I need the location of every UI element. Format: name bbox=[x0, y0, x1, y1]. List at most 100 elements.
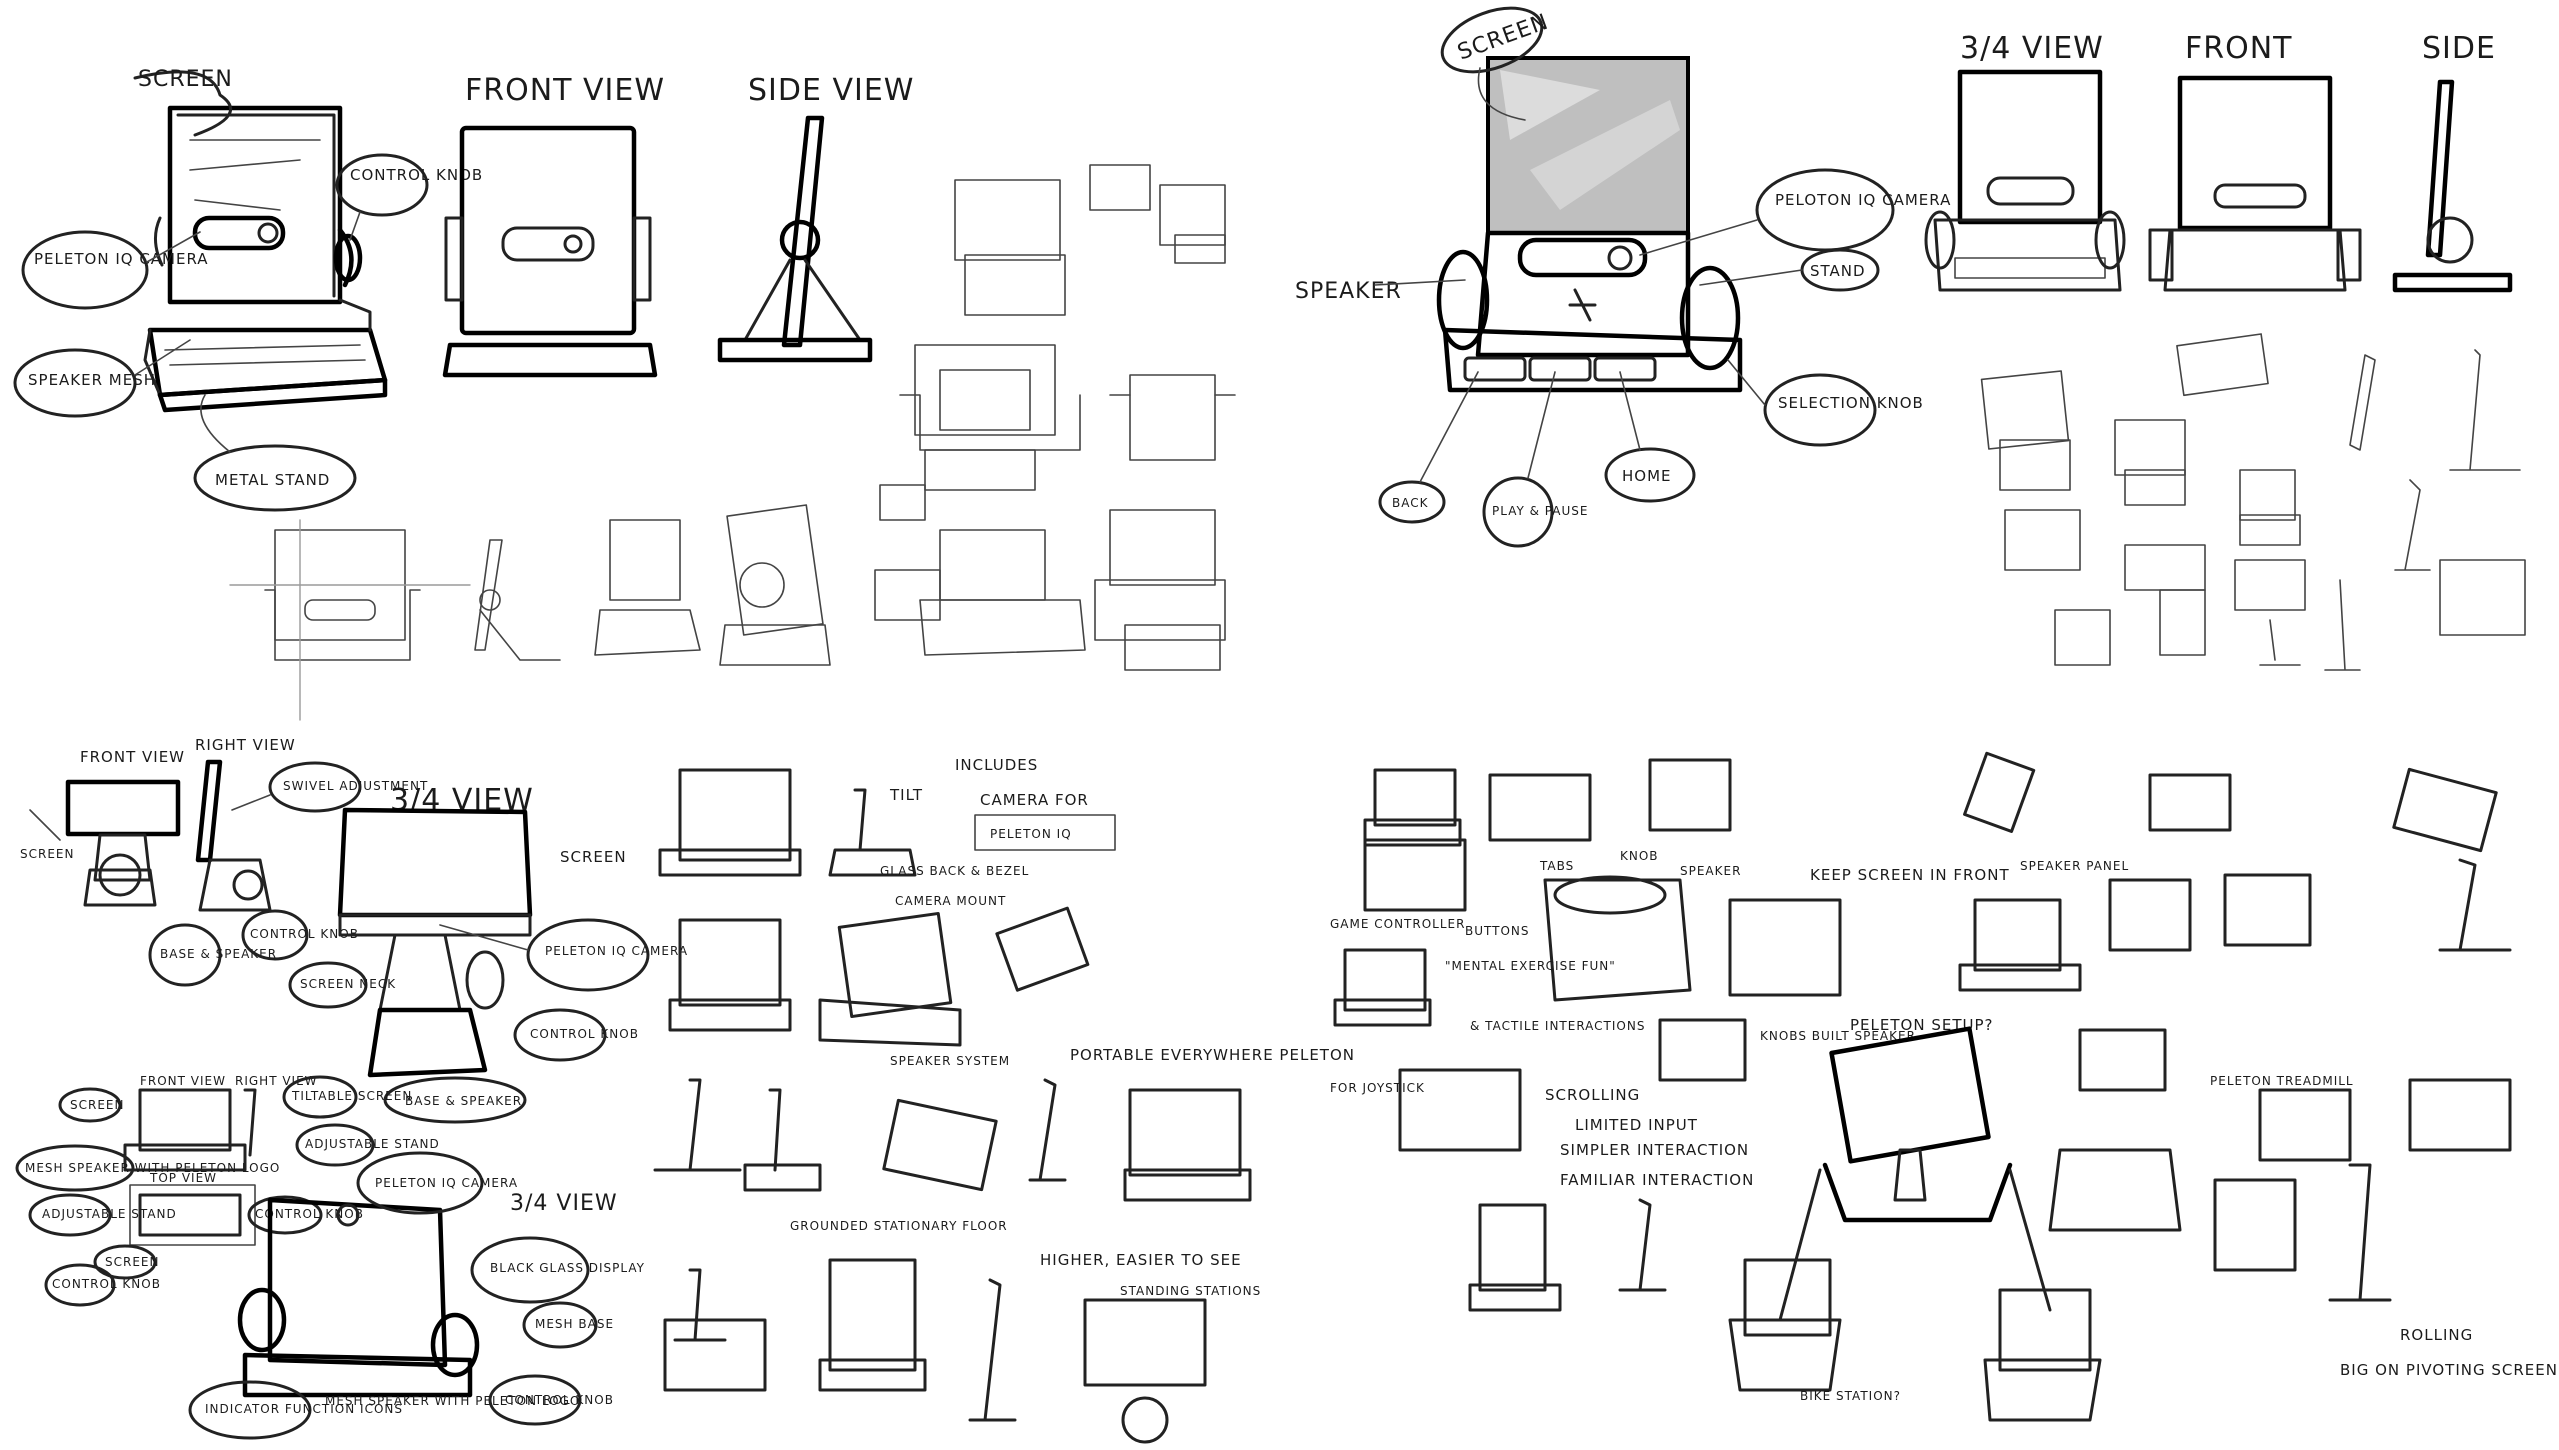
camera-4-label: PELETON IQ CAMERA bbox=[375, 1176, 518, 1190]
for-joystick-label: FOR JOYSTICK bbox=[1330, 1081, 1425, 1095]
game-controller-label: GAME CONTROLLER bbox=[1330, 917, 1465, 931]
callout-stand: STAND bbox=[1699, 248, 1880, 292]
callout-speaker-2: SPEAKER bbox=[1295, 279, 1466, 304]
callout-selection-knob: SELECTION KNOB bbox=[1727, 359, 1923, 447]
thumbnail-sketch-group-a bbox=[899, 164, 1236, 491]
rolling-label: ROLLING bbox=[2400, 1326, 2473, 1344]
big-on-pivoting-label: BIG ON PIVOTING SCREENS bbox=[2340, 1361, 2559, 1379]
callout-camera-3: PELETON IQ CAMERA bbox=[439, 918, 688, 992]
quadrant-bottom-right: TABS KNOB SPEAKER KEEP SCREEN IN FRONT G… bbox=[1330, 751, 2559, 1422]
callout-camera: PELETON IQ CAMERA bbox=[21, 230, 209, 310]
three-quarter-view-title: 3/4 VIEW bbox=[1960, 31, 2104, 66]
callout-screen-neck: SCREEN NECK bbox=[288, 961, 395, 1009]
knob-label: KNOB bbox=[1620, 849, 1659, 863]
camera-for-label: CAMERA FOR bbox=[980, 791, 1089, 809]
callout-black-glass: BLACK GLASS DISPLAY bbox=[470, 1236, 645, 1304]
callout-metal-stand-label: METAL STAND bbox=[215, 471, 330, 489]
side-view-sketch bbox=[717, 115, 873, 363]
hero-device-sketch-3 bbox=[337, 807, 533, 1078]
thumbnail-sketch-group-d: TILT INCLUDES CAMERA FOR PELETON IQ GLAS… bbox=[653, 756, 1355, 1444]
quadrant-top-right: SCREEN PELOTON IQ CAMERA STAND SPEAKER S… bbox=[1295, 6, 2526, 671]
callout-adjustable-stand-2: ADJUSTABLE STAND bbox=[28, 1193, 177, 1237]
mesh-speaker-2-label: MESH SPEAKER WITH PELETON LOGO bbox=[325, 1394, 580, 1408]
callout-control-knob-label: CONTROL KNOB bbox=[350, 166, 483, 184]
thumbnail-sketch-group-c bbox=[1980, 333, 2526, 671]
knobs-speaker-label: KNOBS BUILT SPEAKER bbox=[1760, 1029, 1916, 1043]
callout-camera-2: PELOTON IQ CAMERA bbox=[1639, 168, 1951, 256]
front-right-sketches bbox=[29, 759, 272, 912]
callout-speaker-2-label: SPEAKER bbox=[1295, 279, 1402, 304]
callout-adjustable-stand: ADJUSTABLE STAND bbox=[295, 1123, 440, 1167]
callout-camera-label: PELETON IQ CAMERA bbox=[34, 250, 209, 268]
screen-4-label: SCREEN bbox=[70, 1098, 124, 1112]
tabs-label: TABS bbox=[1539, 859, 1574, 873]
thumbnail-sketch-group-e: TABS KNOB SPEAKER KEEP SCREEN IN FRONT G… bbox=[1330, 751, 2559, 1422]
hero-device-sketch-4 bbox=[237, 1197, 480, 1398]
three-view-sketches bbox=[1924, 69, 2513, 293]
control-knob-5-label: CONTROL KNOB bbox=[255, 1207, 364, 1221]
tactile-label: & TACTILE INTERACTIONS bbox=[1470, 1019, 1645, 1033]
callout-stand-label: STAND bbox=[1810, 262, 1866, 280]
callout-metal-stand: METAL STAND bbox=[193, 394, 357, 512]
side-title-2: SIDE bbox=[2422, 31, 2496, 66]
bike-station-label: BIKE STATION? bbox=[1800, 1389, 1901, 1403]
front-view-title: FRONT VIEW bbox=[465, 73, 665, 108]
callout-screen-label: SCREEN bbox=[138, 67, 233, 92]
front-view-sketch bbox=[442, 125, 658, 378]
speaker-label-q4: SPEAKER bbox=[1680, 864, 1741, 878]
callout-speaker-mesh-label: SPEAKER MESH bbox=[28, 371, 156, 389]
callout-mesh-base: MESH BASE bbox=[522, 1301, 613, 1349]
screen-5-label: SCREEN bbox=[105, 1255, 159, 1269]
control-knob-7-label: CONTROL KNOB bbox=[505, 1393, 614, 1407]
limited-input-label: LIMITED INPUT bbox=[1575, 1116, 1698, 1134]
higher-label: HIGHER, EASIER TO SEE bbox=[1040, 1251, 1242, 1269]
black-glass-label: BLACK GLASS DISPLAY bbox=[490, 1261, 645, 1275]
three-quarter-view-2-label: 3/4 VIEW bbox=[510, 1191, 618, 1216]
callout-screen: SCREEN bbox=[133, 67, 233, 137]
small-sketch-group bbox=[123, 1088, 257, 1246]
keep-screen-label: KEEP SCREEN IN FRONT bbox=[1810, 866, 2010, 884]
tilt-label: TILT bbox=[889, 786, 923, 804]
camera-3-label: PELETON IQ CAMERA bbox=[545, 944, 688, 958]
side-view-title: SIDE VIEW bbox=[748, 73, 914, 108]
callout-back-label: BACK bbox=[1392, 496, 1429, 510]
portable-label: PORTABLE EVERYWHERE PELETON bbox=[1070, 1046, 1355, 1064]
screen-right-label: SCREEN bbox=[560, 848, 627, 866]
screen-label-left: SCREEN bbox=[20, 847, 74, 861]
callout-control-knob-3: CONTROL KNOB bbox=[241, 909, 359, 961]
thumbnail-sketch-group-b bbox=[229, 484, 1226, 721]
camera-mount-label: CAMERA MOUNT bbox=[895, 894, 1006, 908]
callout-swivel: SWIVEL ADJUSTMENT bbox=[231, 761, 427, 813]
callout-control-knob-6: CONTROL KNOB bbox=[44, 1263, 161, 1307]
top-view-label: TOP VIEW bbox=[149, 1171, 217, 1185]
quadrant-top-left: SCREEN CONTROL KNOB PELETON IQ CAMERA SP… bbox=[13, 67, 1236, 721]
callout-play-pause-label: PLAY & PAUSE bbox=[1492, 504, 1588, 518]
callout-screen-5: SCREEN bbox=[93, 1244, 159, 1280]
speaker-panel-label: SPEAKER PANEL bbox=[2020, 859, 2129, 873]
callout-camera-2-label: PELOTON IQ CAMERA bbox=[1775, 191, 1951, 209]
familiar-label: FAMILIAR INTERACTION bbox=[1560, 1171, 1754, 1189]
callout-screen-4: SCREEN bbox=[58, 1087, 124, 1123]
scrolling-label: SCROLLING bbox=[1545, 1086, 1640, 1104]
callout-base-speaker: BASE & SPEAKER bbox=[148, 923, 276, 987]
speaker-system-label: SPEAKER SYSTEM bbox=[890, 1054, 1010, 1068]
callout-control-knob: CONTROL KNOB bbox=[335, 153, 483, 241]
callout-camera-4: PELETON IQ CAMERA bbox=[356, 1151, 518, 1215]
simpler-label: SIMPLER INTERACTION bbox=[1560, 1141, 1749, 1159]
front-title-2: FRONT bbox=[2185, 31, 2292, 66]
adjustable-stand-label: ADJUSTABLE STAND bbox=[305, 1137, 440, 1151]
control-knob-6-label: CONTROL KNOB bbox=[52, 1277, 161, 1291]
front-view-2-label: FRONT VIEW bbox=[140, 1074, 226, 1088]
peloton-iq-label: PELETON IQ bbox=[990, 827, 1072, 841]
callout-back: BACK bbox=[1378, 371, 1479, 524]
hero-device-sketch-2 bbox=[1436, 56, 1743, 393]
right-view-label: RIGHT VIEW bbox=[195, 736, 296, 754]
control-knob-3-label: CONTROL KNOB bbox=[250, 927, 359, 941]
buttons-label: BUTTONS bbox=[1465, 924, 1530, 938]
callout-tiltable: TILTABLE SCREEN bbox=[282, 1075, 411, 1119]
adjustable-stand-2-label: ADJUSTABLE STAND bbox=[42, 1207, 177, 1221]
grounded-label: GROUNDED STATIONARY FLOOR bbox=[790, 1219, 1008, 1233]
includes-label: INCLUDES bbox=[955, 756, 1038, 774]
callout-base-speaker-2: BASE & SPEAKER bbox=[383, 1076, 527, 1124]
